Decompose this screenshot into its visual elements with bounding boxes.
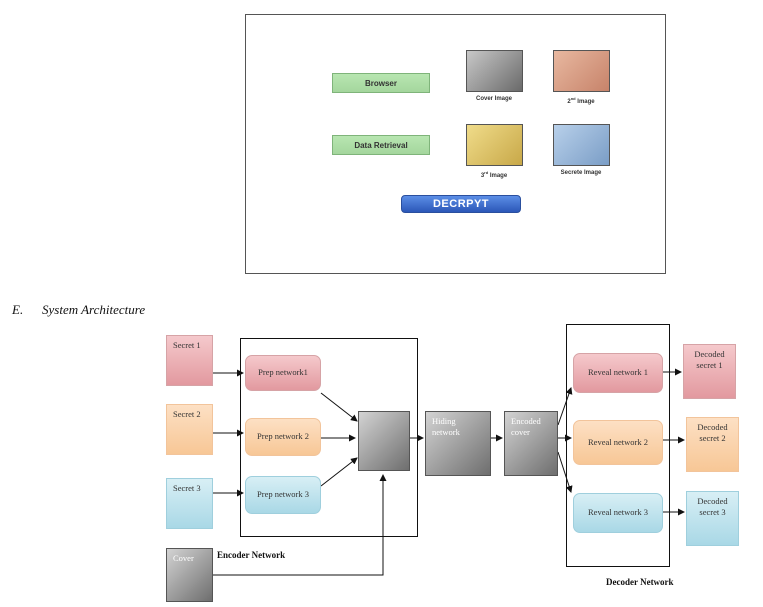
decoder-network-label: Decoder Network <box>606 577 674 587</box>
decrypt-button-label: DECRPYT <box>432 198 490 210</box>
decoded-secret-1-box: Decoded secret 1 <box>683 344 736 399</box>
decoded-secret-3-box: Decoded secret 3 <box>686 491 739 546</box>
second-image-thumbnail <box>553 50 610 92</box>
encoder-network-label: Encoder Network <box>217 550 286 560</box>
secret-image-label: Secrete Image <box>560 170 602 176</box>
third-image-num: 3 <box>480 173 485 179</box>
section-title: System Architecture <box>42 302 146 317</box>
encoded-cover-box: Encoded cover <box>504 411 558 476</box>
arrow-cover-to-combiner <box>213 474 387 576</box>
second-image-label: 2nd Image <box>545 96 617 105</box>
decoded-secret-2-box: Decoded secret 2 <box>686 417 739 472</box>
arrow-encoded-to-reveal1 <box>557 387 573 426</box>
cover-label: Cover <box>173 553 194 563</box>
hiding-network-box: Hiding network <box>425 411 491 476</box>
secret-3-box: Secret 3 <box>166 478 213 529</box>
third-image-sup: rd <box>484 170 489 175</box>
reveal-network-1-label: Reveal network 1 <box>588 367 648 378</box>
reveal-network-2-label: Reveal network 2 <box>588 436 648 447</box>
prep-network-1-label: Prep network1 <box>258 367 308 378</box>
arrow-encoded-to-reveal3 <box>557 451 573 493</box>
prep-network-3-label: Prep network 3 <box>257 489 309 500</box>
third-image-thumbnail <box>466 124 523 166</box>
secret-1-box: Secret 1 <box>166 335 213 386</box>
second-image-text: Image <box>575 99 595 105</box>
encoded-cover-label-2: cover <box>511 427 530 438</box>
arrow-prep3-to-combiner <box>320 457 358 487</box>
second-image-sup: nd <box>570 96 576 101</box>
decoded-secret-2-label-2: secret 2 <box>699 433 726 444</box>
reveal-network-3: Reveal network 3 <box>573 493 663 533</box>
second-image-num: 2 <box>567 99 571 105</box>
hiding-network-label-1: Hiding <box>432 416 456 426</box>
prep-network-2-label: Prep network 2 <box>257 431 309 442</box>
decoded-secret-1-label-2: secret 1 <box>696 360 723 371</box>
prep-network-3: Prep network 3 <box>245 476 321 514</box>
cover-image-thumbnail <box>466 50 523 92</box>
encoded-cover-label-1: Encoded <box>511 416 541 426</box>
secret-2-label: Secret 2 <box>173 409 201 419</box>
secret-image-thumbnail <box>553 124 610 166</box>
browser-button-label: Browser <box>364 78 397 88</box>
section-heading: E. System Architecture <box>12 302 145 318</box>
cover-image-label: Cover Image <box>475 96 512 102</box>
reveal-network-2: Reveal network 2 <box>573 420 663 465</box>
hiding-network-label-2: network <box>432 427 460 438</box>
secret-2-box: Secret 2 <box>166 404 213 455</box>
decoded-secret-1-label-1: Decoded <box>694 349 725 359</box>
decrypt-ui-mockup: Browser Data Retrieval Cover Image 2nd I… <box>245 14 666 274</box>
decoder-network-frame <box>566 324 670 567</box>
browser-button[interactable]: Browser <box>332 73 430 93</box>
decoded-secret-3-label-1: Decoded <box>697 496 728 506</box>
cover-box: Cover <box>166 548 213 602</box>
secret-1-label: Secret 1 <box>173 340 201 350</box>
third-image-label: 3rd Image <box>458 170 530 179</box>
data-retrieval-button[interactable]: Data Retrieval <box>332 135 430 155</box>
section-number: E. <box>12 302 24 317</box>
secret-3-label: Secret 3 <box>173 483 201 493</box>
decrypt-button[interactable]: DECRPYT <box>401 195 521 213</box>
third-image-text: Image <box>488 173 508 179</box>
decoded-secret-2-label-1: Decoded <box>697 422 728 432</box>
arrow-prep1-to-combiner <box>320 392 358 422</box>
prep-network-2: Prep network 2 <box>245 418 321 456</box>
combiner-block <box>358 411 410 471</box>
data-retrieval-button-label: Data Retrieval <box>354 140 408 150</box>
decoded-secret-3-label-2: secret 3 <box>699 507 726 518</box>
reveal-network-1: Reveal network 1 <box>573 353 663 393</box>
reveal-network-3-label: Reveal network 3 <box>588 507 648 518</box>
prep-network-1: Prep network1 <box>245 355 321 391</box>
